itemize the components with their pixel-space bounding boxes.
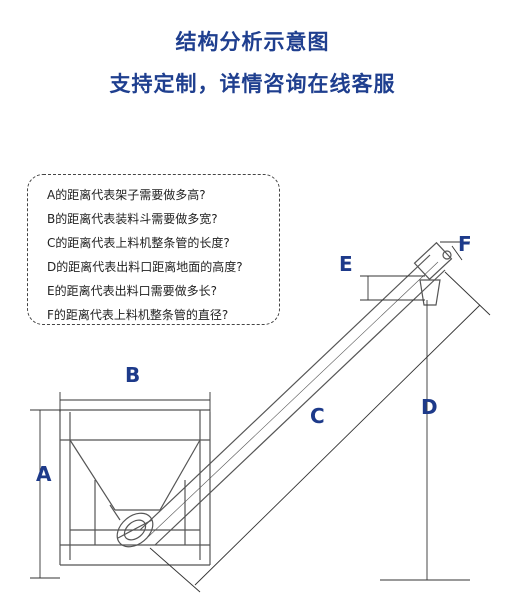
- dimension-label-d: D: [421, 395, 438, 419]
- dimension-label-a: A: [36, 462, 52, 486]
- conveyor-tube: [139, 254, 446, 546]
- legend-item-a: A的距离代表架子需要做多高?: [47, 188, 206, 202]
- dimension-line-f: [440, 241, 470, 261]
- legend-item-d: D的距离代表出料口距离地面的高度?: [47, 260, 243, 274]
- dimension-line-c: [149, 271, 491, 593]
- dimension-line-b: [59, 392, 211, 412]
- screw-end: [116, 512, 154, 548]
- dimension-line-e: [360, 275, 425, 301]
- legend-item-e: E的距离代表出料口需要做多长?: [47, 284, 217, 298]
- discharge-head: [413, 241, 453, 306]
- legend-item-f: F的距离代表上料机整条管的直径?: [47, 308, 229, 322]
- page-title: 结构分析示意图: [175, 30, 330, 54]
- dimension-label-c: C: [310, 404, 325, 428]
- dimension-label-b: B: [125, 363, 141, 387]
- dimension-label-e: E: [339, 252, 353, 276]
- dimension-label-f: F: [458, 232, 472, 256]
- dimension-line-a: [30, 409, 60, 579]
- legend-item-b: B的距离代表装料斗需要做多宽?: [47, 212, 218, 226]
- dimension-legend: A的距离代表架子需要做多高? B的距离代表装料斗需要做多宽? C的距离代表上料机…: [27, 174, 280, 325]
- dimension-line-d: [380, 300, 470, 581]
- hopper-frame: [59, 409, 211, 566]
- legend-item-c: C的距离代表上料机整条管的长度?: [47, 236, 230, 250]
- hopper-funnel: [69, 439, 201, 521]
- page-subtitle: 支持定制，详情咨询在线客服: [109, 72, 396, 96]
